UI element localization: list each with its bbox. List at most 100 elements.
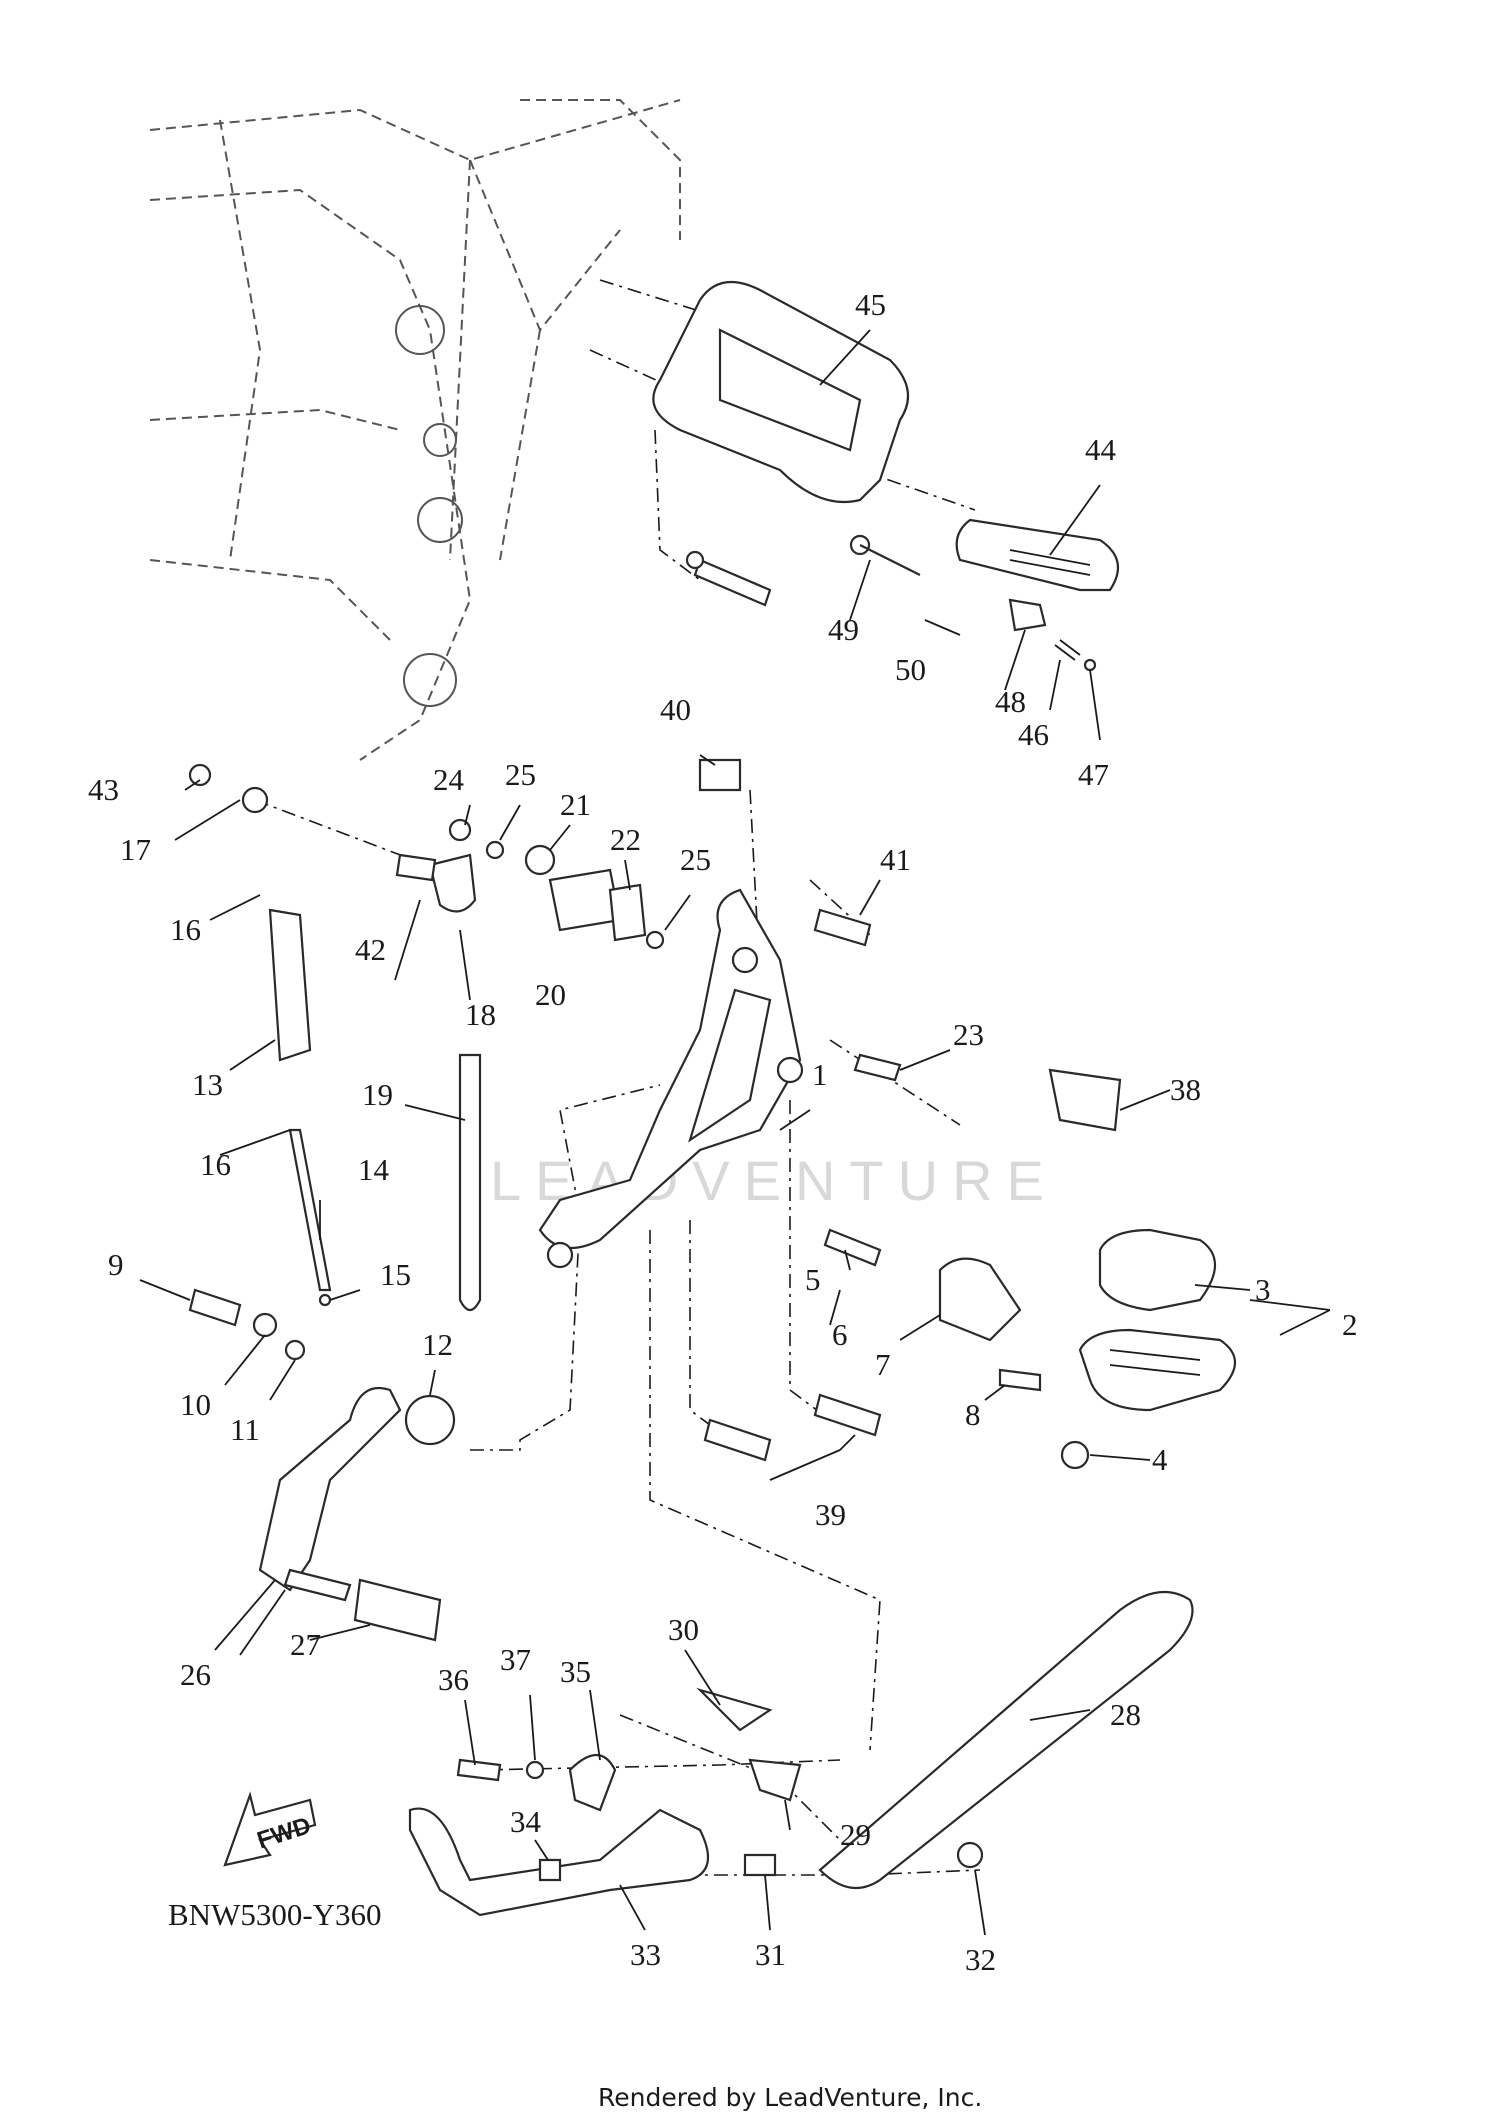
callout-7: 7: [875, 1347, 891, 1382]
callout-21: 21: [560, 787, 591, 822]
callout-28: 28: [1110, 1697, 1141, 1732]
frame-section: [149, 99, 681, 761]
part-35-bracket: [568, 1754, 617, 1812]
part-24-nut: [448, 818, 472, 842]
part-1-footrest-bracket: [538, 888, 804, 1269]
callout-17: 17: [120, 832, 151, 867]
callout-23: 23: [953, 1017, 984, 1052]
callouts: 1 2 3 4 5 6 7 8 9 10 11 12 13 14 15 16 1…: [88, 287, 1358, 1977]
callout-35: 35: [560, 1654, 591, 1689]
part-36-bolt: [456, 1758, 502, 1782]
callout-14: 14: [358, 1152, 390, 1187]
callout-16a: 16: [170, 912, 201, 947]
part-28-sidestand: [818, 1590, 1194, 1890]
callout-41: 41: [880, 842, 911, 877]
part-17-joint: [241, 786, 269, 814]
callout-43: 43: [88, 772, 119, 807]
callout-46: 46: [1018, 717, 1049, 752]
part-10-washer: [252, 1312, 278, 1338]
part-26-shift-peg: [283, 1568, 352, 1602]
part-41-bolt: [813, 908, 872, 947]
callout-12: 12: [422, 1327, 453, 1362]
callout-37: 37: [500, 1642, 531, 1677]
callout-11: 11: [230, 1412, 260, 1447]
part-13-switch: [268, 908, 312, 1062]
callout-27: 27: [290, 1627, 321, 1662]
callout-15: 15: [380, 1257, 411, 1292]
part-25-washer-2: [645, 930, 665, 950]
part-12-washer: [404, 1394, 456, 1446]
callout-44: 44: [1085, 432, 1117, 467]
part-7-plate: [938, 1257, 1022, 1342]
callout-47: 47: [1078, 757, 1109, 792]
part-31-bolt: [743, 1853, 777, 1877]
callout-10: 10: [180, 1387, 211, 1422]
callout-34: 34: [510, 1804, 542, 1839]
part-29-bracket: [748, 1758, 802, 1802]
callout-1: 1: [812, 1057, 828, 1092]
callout-39: 39: [815, 1497, 846, 1532]
rear-bolt: [693, 558, 772, 607]
callout-38: 38: [1170, 1072, 1201, 1107]
part-18-boot: [428, 853, 477, 913]
callout-20: 20: [535, 977, 566, 1012]
callout-18: 18: [465, 997, 496, 1032]
part-4-spring: [1060, 1440, 1090, 1470]
callout-6: 6: [832, 1317, 848, 1352]
part-37-washer: [525, 1760, 545, 1780]
callout-5: 5: [805, 1262, 821, 1297]
part-14-shift-rod: [288, 1128, 332, 1292]
callout-30: 30: [668, 1612, 699, 1647]
part-22-collar: [608, 883, 647, 942]
part-38-clamp: [1048, 1068, 1122, 1132]
part-50-cotter-pin: [924, 619, 961, 636]
part-39-bolt-b: [813, 1393, 882, 1437]
part-11-washer: [284, 1339, 306, 1361]
callout-3: 3: [1255, 1272, 1271, 1307]
callout-42: 42: [355, 932, 386, 967]
callout-13: 13: [192, 1067, 223, 1102]
callout-2: 2: [1342, 1307, 1358, 1342]
part-47-ball: [1083, 658, 1097, 672]
part-15-circlip: [318, 1293, 332, 1307]
callout-48: 48: [995, 684, 1026, 719]
part-44-rear-footpeg: [955, 518, 1120, 592]
callout-31: 31: [755, 1937, 786, 1972]
part-3-footpeg-rubber: [1098, 1228, 1216, 1312]
part-19-cable-tie: [458, 1053, 482, 1312]
part-42-bolt: [395, 853, 437, 882]
callout-32: 32: [965, 1942, 996, 1977]
callout-50: 50: [895, 652, 926, 687]
part-2-footpeg: [1078, 1328, 1236, 1412]
part-27-shift-rubber: [353, 1578, 442, 1642]
callout-19: 19: [362, 1077, 393, 1112]
footer-credit: Rendered by LeadVenture, Inc.: [598, 2083, 982, 2112]
callout-26: 26: [180, 1657, 211, 1692]
part-49-pin-shaft: [859, 544, 921, 576]
callout-25b: 25: [680, 842, 711, 877]
leader-lines: [139, 329, 1331, 1936]
callout-4: 4: [1152, 1442, 1168, 1477]
part-21-bushing: [524, 844, 556, 876]
callout-49: 49: [828, 612, 859, 647]
callout-24: 24: [433, 762, 465, 797]
rear-washer: [685, 550, 705, 570]
part-25-washer: [485, 840, 505, 860]
part-33-sidestand-switch: [408, 1807, 710, 1917]
part-40-collar: [698, 758, 742, 792]
part-34-screw: [538, 1858, 562, 1882]
part-20-collar: [548, 868, 622, 932]
callout-9: 9: [108, 1247, 124, 1282]
callout-8: 8: [965, 1397, 981, 1432]
part-5-pin: [823, 1228, 882, 1267]
part-26-shift-pedal: [258, 1386, 402, 1592]
callout-25a: 25: [505, 757, 536, 792]
fwd-arrow: FWD: [223, 1791, 317, 1867]
part-30-spring: [696, 1687, 773, 1732]
callout-45: 45: [855, 287, 886, 322]
callout-33: 33: [630, 1937, 661, 1972]
part-45-rear-footrest-bracket: [652, 280, 910, 504]
part-8-bolt: [998, 1368, 1042, 1392]
part-32-nut: [956, 1841, 984, 1869]
